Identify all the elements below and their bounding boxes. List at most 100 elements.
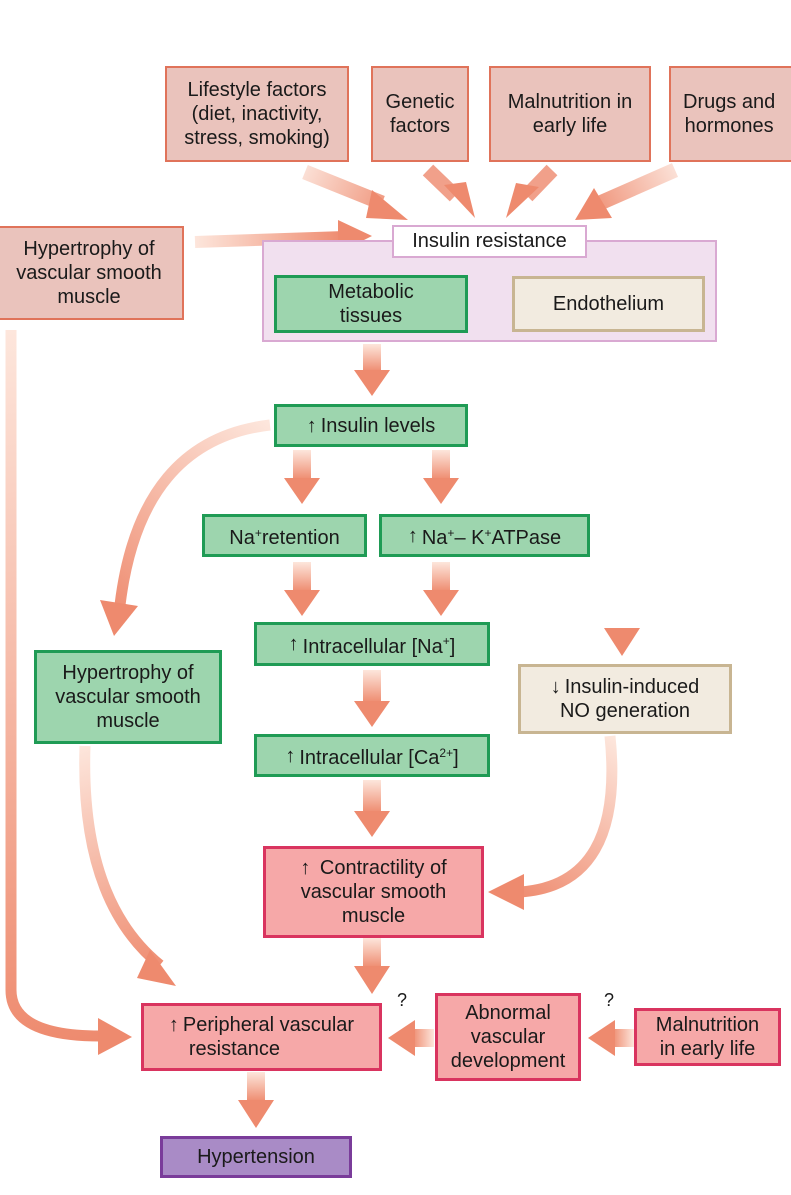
peripheral-line-1: Peripheral vascular: [182, 1014, 355, 1036]
arrow-shaft-abnormal-peripheral: [412, 1029, 434, 1047]
arrowhead-contractility-peripheral: [354, 966, 390, 994]
up-arrow-icon: ↑: [288, 633, 299, 655]
up-arrow-icon: ↑: [407, 524, 418, 547]
malnutrition-top-line-2: early life: [532, 115, 608, 137]
arrow-shaft-ca-contractility: [363, 780, 381, 813]
arrowhead-no-contractility: [488, 874, 524, 910]
intracellular-na-box: ↑ Intracellular [Na+]: [254, 622, 490, 666]
arrowhead-malnutrition-abnormal: [588, 1020, 615, 1056]
down-arrow-icon: ↓: [550, 676, 561, 698]
peripheral-line-2: resistance: [188, 1038, 281, 1060]
na-k-atpase-label: Na+– K+ATPase: [421, 525, 562, 550]
arrow-insulin-to-hypertrophy: [114, 419, 271, 606]
arrow-hypertrophy-to-insulin-resistance: [194, 231, 346, 248]
hypertrophy-top-line-2: vascular smooth: [16, 262, 162, 284]
metabolic-tissues-box: Metabolic tissues: [274, 275, 468, 333]
insulin-resistance-title: Insulin resistance: [392, 225, 587, 258]
hypertrophy-top-line-1: Hypertrophy of: [23, 238, 155, 260]
arrowhead-metabolic-insulin: [354, 370, 390, 396]
hypertrophy-green-line-3: muscle: [96, 710, 160, 732]
arrow-drugs-to-insulin-resistance: [596, 163, 679, 210]
up-arrow-icon: ↑: [285, 744, 296, 767]
arrow-shaft-contractility-peripheral: [363, 938, 381, 968]
malnutrition-bottom-line-2: in early life: [659, 1038, 756, 1060]
arrow-shaft-malnutrition-abnormal: [612, 1029, 634, 1047]
no-line-2: NO generation: [559, 700, 691, 722]
lifestyle-factors-box: Lifestyle factors (diet, inactivity, str…: [165, 66, 349, 162]
arrow-hypertrophy-green-to-peripheral: [79, 745, 164, 970]
arrow-shaft-metabolic-insulin: [363, 344, 381, 372]
arrow-no-to-contractility: [519, 735, 618, 898]
na-retention-label: Na+ retention: [229, 525, 340, 550]
metabolic-line-1: Metabolic: [328, 281, 414, 303]
hypertrophy-green-line-2: vascular smooth: [55, 686, 201, 708]
arrowhead-abnormal-peripheral: [388, 1020, 415, 1056]
arrowhead-na-ca: [354, 701, 390, 727]
arrowhead-insulin-atpase: [423, 478, 459, 504]
abnormal-development-box: Abnormal vascular development: [435, 993, 581, 1081]
intracellular-na-label: Intracellular [Na+]: [302, 634, 456, 658]
arrowhead-atpase-intracellular: [423, 590, 459, 616]
arrowhead-lifestyle: [366, 190, 408, 220]
hypertrophy-green-line-1: Hypertrophy of: [62, 662, 194, 684]
malnutrition-early-life-top-box: Malnutrition in early life: [489, 66, 651, 162]
contractility-line-2: vascular smooth: [300, 881, 447, 903]
lifestyle-line-3: stress, smoking): [184, 127, 330, 149]
lifestyle-line-1: Lifestyle factors: [187, 79, 327, 101]
arrow-shaft-na-intracellular: [293, 562, 311, 592]
drugs-line-1: Drugs and: [683, 91, 776, 113]
arrowhead-insulin-hypertrophy: [100, 600, 138, 636]
question-mark-left: ?: [397, 990, 408, 1010]
endothelium-label: Endothelium: [552, 293, 665, 315]
arrowhead-left-peripheral: [98, 1018, 132, 1055]
no-line-1: Insulin-induced: [564, 676, 700, 698]
intracellular-ca-label: Intracellular [Ca2+]: [299, 745, 459, 770]
hypertension-label: Hypertension: [197, 1146, 315, 1168]
abnormal-line-2: vascular: [470, 1026, 546, 1048]
up-arrow-icon: ↑: [306, 414, 317, 437]
arrowhead-peripheral-hypertension: [238, 1100, 274, 1128]
arrow-shaft-na-ca: [363, 670, 381, 703]
arrow-shaft-insulin-atpase: [432, 450, 450, 480]
abnormal-line-1: Abnormal: [465, 1002, 551, 1024]
arrow-hypertrophy-to-peripheral: [5, 330, 101, 1042]
up-arrow-icon: ↑: [300, 857, 311, 879]
lifestyle-line-2: (diet, inactivity,: [191, 103, 323, 125]
malnutrition-bottom-box: Malnutrition in early life: [634, 1008, 781, 1066]
arrowhead-malnutrition: [506, 183, 539, 218]
contractility-box: ↑ Contractility of vascular smooth muscl…: [263, 846, 484, 938]
peripheral-resistance-box: ↑Peripheral vascular resistance: [141, 1003, 382, 1071]
genetic-line-1: Genetic: [385, 91, 455, 113]
arrowhead-endothelium-no: [604, 628, 640, 656]
insulin-levels-label: Insulin levels: [320, 414, 436, 437]
drugs-line-2: hormones: [684, 115, 774, 137]
arrowhead-ca-contractility: [354, 811, 390, 837]
genetic-line-2: factors: [389, 115, 451, 137]
question-mark-right: ?: [604, 990, 615, 1010]
arrow-shaft-atpase-intracellular: [432, 562, 450, 592]
arrowhead-insulin-na: [284, 478, 320, 504]
intracellular-ca-box: ↑ Intracellular [Ca2+]: [254, 734, 490, 777]
hypertrophy-top-line-3: muscle: [57, 286, 121, 308]
malnutrition-top-line-1: Malnutrition in: [507, 91, 633, 113]
abnormal-line-3: development: [450, 1050, 566, 1072]
na-k-atpase-box: ↑ Na+– K+ATPase: [379, 514, 590, 557]
contractility-line-3: muscle: [341, 905, 406, 927]
genetic-factors-box: Genetic factors: [371, 66, 469, 162]
contractility-line-1: Contractility of: [319, 857, 447, 879]
hypertrophy-green-box: Hypertrophy of vascular smooth muscle: [34, 650, 222, 744]
hypertrophy-top-box: Hypertrophy of vascular smooth muscle: [0, 226, 184, 320]
endothelium-box: Endothelium: [512, 276, 705, 332]
na-retention-box: Na+ retention: [202, 514, 367, 557]
drugs-hormones-box: Drugs and hormones: [669, 66, 791, 162]
hypertension-box: Hypertension: [160, 1136, 352, 1178]
up-arrow-icon: ↑: [168, 1014, 179, 1036]
arrow-shaft-peripheral-hypertension: [247, 1072, 265, 1102]
no-generation-box: ↓Insulin-induced NO generation: [518, 664, 732, 734]
arrowhead-na-intracellular: [284, 590, 320, 616]
arrowhead-drugs: [575, 188, 612, 220]
metabolic-line-2: tissues: [339, 305, 403, 327]
arrow-shaft-insulin-na: [293, 450, 311, 480]
arrowhead-hypertrophy-peripheral: [137, 950, 176, 986]
